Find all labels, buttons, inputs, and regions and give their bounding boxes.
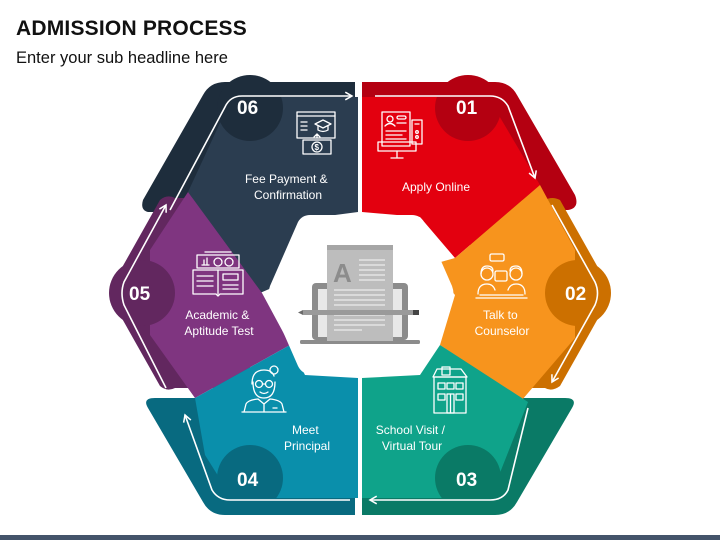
- step-06-label: Fee Payment & Confirmation: [245, 172, 331, 202]
- arrow-04-icon: [182, 413, 350, 501]
- step-05-number: 05: [129, 284, 151, 305]
- step-02-label: Talk to Counselor: [475, 308, 530, 338]
- step-01-number: 01: [456, 98, 478, 119]
- step-04-number-circle: [217, 445, 283, 511]
- step-06-segment[interactable]: [188, 97, 358, 293]
- page-title: ADMISSION PROCESS: [16, 17, 247, 40]
- school-building-icon: [432, 366, 468, 414]
- test-book-charts-icon: [192, 251, 244, 297]
- svg-text:A: A: [333, 258, 352, 288]
- flow-arrows: [121, 91, 599, 505]
- document-laptop-pencil-icon: A: [298, 245, 420, 344]
- step-06-number: 06: [237, 98, 258, 119]
- arrow-06-icon: [169, 91, 354, 211]
- step-03-number: 03: [456, 470, 477, 491]
- online-application-icon: [377, 111, 423, 159]
- step-04-number: 04: [237, 470, 259, 491]
- svg-text:$: $: [315, 143, 320, 152]
- fee-payment-icon: $: [296, 111, 336, 155]
- step-03-label: School Visit / Virtual Tour: [376, 423, 449, 453]
- step-06-number-circle: [217, 75, 283, 141]
- step-05-segment[interactable]: [150, 192, 290, 398]
- step-01-number-circle: [435, 75, 501, 141]
- footer-bar: [0, 535, 720, 540]
- step-03-number-circle: [435, 445, 501, 511]
- page-subtitle: Enter your sub headline here: [16, 49, 228, 67]
- step-02-segment[interactable]: [430, 185, 575, 400]
- counseling-conversation-icon: [475, 253, 528, 299]
- step-05-label: Academic & Aptitude Test: [184, 308, 254, 338]
- step-02-number-circle: [545, 260, 611, 326]
- arrow-02-icon: [551, 204, 599, 384]
- step-01-label: Apply Online: [402, 180, 470, 194]
- arrow-03-icon: [368, 407, 529, 505]
- step-02-number: 02: [565, 284, 586, 305]
- principal-person-icon: [241, 365, 287, 413]
- step-04-label: Meet Principal: [284, 423, 330, 453]
- arrow-01-icon: [375, 95, 537, 180]
- arrow-05-icon: [121, 203, 167, 389]
- step-01-segment[interactable]: [362, 97, 540, 258]
